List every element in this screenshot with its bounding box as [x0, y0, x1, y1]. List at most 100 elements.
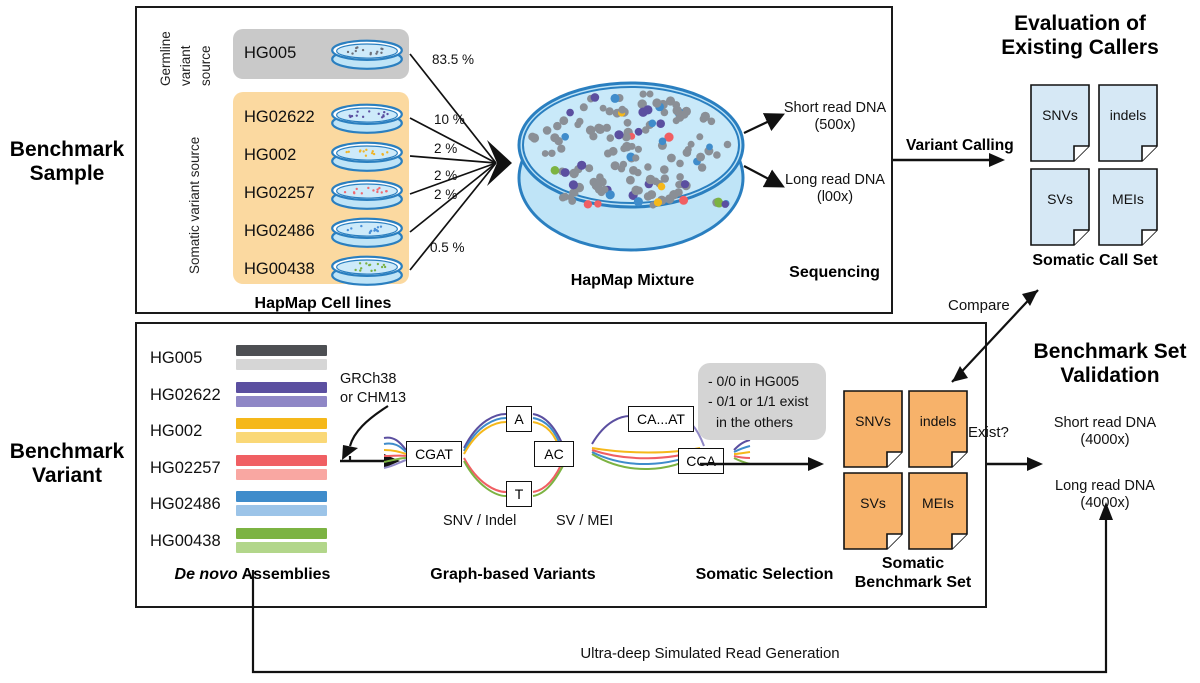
cell-line-label: HG00438 — [244, 260, 315, 278]
germline-source-line1: Germline — [158, 31, 173, 86]
call-set-doc-indels: indels — [1098, 84, 1158, 162]
benchmark-doc-indels: indels — [908, 390, 968, 468]
variant-calling-label: Variant Calling — [906, 137, 1014, 154]
short-read-output-top-line2: (500x) — [814, 117, 856, 134]
graph-node-ca-at: CA...AT — [628, 406, 694, 432]
hapmap-mixture-caption: HapMap Mixture — [570, 272, 695, 289]
call-set-doc-snvs: SNVs — [1030, 84, 1090, 162]
short-read-output-bottom: Short read DNA (4000x) — [1035, 415, 1175, 450]
selection-rule-2a: - 0/1 or 1/1 exist — [708, 393, 809, 410]
mixture-percentage: 2 % — [434, 168, 458, 183]
long-read-output-top-line1: Long read DNA — [785, 172, 885, 188]
graph-node-ac: AC — [534, 441, 574, 467]
assembly-bar-hap1 — [236, 527, 327, 539]
graph-based-variants-caption: Graph-based Variants — [430, 566, 596, 583]
evaluation-title: Evaluation of Existing Callers — [960, 12, 1200, 60]
reference-line1: GRCh38 — [340, 371, 397, 387]
assembly-bar-hap2 — [236, 359, 327, 370]
doc-label: MEIs — [922, 495, 954, 511]
somatic-selection-arrow — [700, 457, 824, 471]
assembly-label: HG02486 — [150, 495, 221, 513]
petri-dish — [331, 141, 403, 172]
benchmark-variant-label: Benchmark Variant — [6, 440, 128, 487]
cell-line-label: HG002 — [244, 146, 297, 164]
validation-title: Benchmark Set Validation — [1020, 340, 1200, 388]
graph-node-a: A — [506, 406, 532, 432]
assembly-label: HG02622 — [150, 385, 221, 404]
somatic-benchmark-caption-line1: Somatic — [881, 555, 945, 572]
benchmark-doc-snvs: SNVs — [843, 390, 903, 468]
selection-rule-1: - 0/0 in HG005 — [708, 373, 800, 389]
petri-dish — [331, 39, 403, 70]
hapmap-mixture-dish — [517, 81, 745, 252]
short-read-output-top-line1: Short read DNA — [783, 100, 887, 116]
compare-double-arrow — [951, 289, 1039, 383]
assembly-bar-hap1 — [236, 381, 327, 393]
short-read-output-bottom-line2: (4000x) — [1080, 432, 1130, 449]
exist-arrow — [987, 457, 1043, 471]
petri-dish — [331, 255, 403, 286]
germline-source-line3: source — [198, 45, 213, 86]
assembly-label: HG02257 — [150, 458, 221, 477]
benchmark-doc-svs: SVs — [843, 472, 903, 550]
validation-title-line2: Validation — [1060, 364, 1160, 388]
assembly-bar-hap2 — [236, 432, 327, 443]
benchmark-sample-line1: Benchmark — [9, 138, 125, 161]
doc-label: SNVs — [855, 413, 891, 429]
doc-label: SNVs — [1042, 107, 1078, 123]
somatic-selection-rules: - 0/0 in HG005 - 0/1 or 1/1 exist in the… — [698, 363, 826, 440]
somatic-benchmark-caption: Somatic Benchmark Set — [843, 554, 983, 592]
graph-sublabel-snv-indel: SNV / Indel — [443, 513, 517, 529]
mixture-percentage: 2 % — [434, 187, 458, 202]
long-read-output-top: Long read DNA (l00x) — [770, 172, 900, 207]
petri-dish — [331, 217, 403, 248]
benchmark-doc-meis: MEIs — [908, 472, 968, 550]
assembly-label: HG005 — [150, 349, 203, 367]
simulated-read-loop-label: Ultra-deep Simulated Read Generation — [500, 645, 920, 663]
assemblies-word: Assemblies — [237, 566, 331, 583]
assembly-bar-hap2 — [236, 468, 327, 480]
benchmark-variant-line1: Benchmark — [9, 440, 125, 463]
variant-calling-arrow — [893, 153, 1005, 167]
graph-node-cgat: CGAT — [406, 441, 462, 467]
assembly-label: HG00438 — [150, 531, 221, 550]
doc-label: SVs — [1047, 191, 1073, 207]
assembly-bar-hap2 — [236, 395, 327, 407]
exist-label: Exist? — [968, 424, 1009, 441]
cell-line-label: HG005 — [244, 44, 297, 62]
sequencing-caption: Sequencing — [789, 264, 880, 281]
mixture-percentage: 2 % — [434, 141, 458, 156]
petri-dish — [331, 103, 403, 134]
de-novo-italic: De novo — [174, 566, 238, 583]
reference-line2: or CHM13 — [340, 389, 407, 406]
graph-sublabel-sv-mei: SV / MEI — [556, 513, 614, 529]
cell-line-label: HG02257 — [244, 184, 315, 202]
selection-rule-2b: in the others — [716, 413, 794, 430]
evaluation-title-line2: Existing Callers — [1001, 36, 1159, 60]
assembly-label: HG002 — [150, 422, 203, 440]
germline-source-line2: variant — [178, 45, 193, 86]
long-read-output-bottom: Long read DNA (4000x) — [1035, 478, 1175, 513]
doc-label: MEIs — [1112, 191, 1144, 207]
short-read-output-bottom-line1: Short read DNA — [1053, 415, 1157, 431]
assembly-bar-hap2 — [236, 541, 327, 553]
graph-node-t: T — [506, 481, 532, 507]
somatic-benchmark-caption-line2: Benchmark Set — [854, 574, 972, 592]
mixture-percentage: 10 % — [434, 112, 465, 127]
somatic-call-set-caption: Somatic Call Set — [1032, 252, 1158, 269]
evaluation-title-line1: Evaluation of — [1014, 12, 1146, 35]
cell-line-label: HG02486 — [244, 222, 315, 240]
long-read-output-top-line2: (l00x) — [816, 189, 854, 206]
call-set-doc-meis: MEIs — [1098, 168, 1158, 246]
mixture-percentage: 0.5 % — [430, 240, 465, 255]
somatic-source-label: Somatic variant source — [187, 136, 202, 274]
hapmap-cell-lines-caption: HapMap Cell lines — [254, 295, 392, 312]
long-read-output-bottom-line2: (4000x) — [1080, 495, 1130, 512]
de-novo-assemblies-caption: De novo Assemblies — [145, 566, 360, 584]
compare-label: Compare — [948, 297, 1010, 314]
benchmark-variant-line2: Variant — [31, 463, 103, 487]
assembly-bar-hap1 — [236, 454, 327, 466]
reference-label: GRCh38 or CHM13 — [340, 370, 450, 408]
benchmark-sample-label: Benchmark Sample — [6, 138, 128, 185]
